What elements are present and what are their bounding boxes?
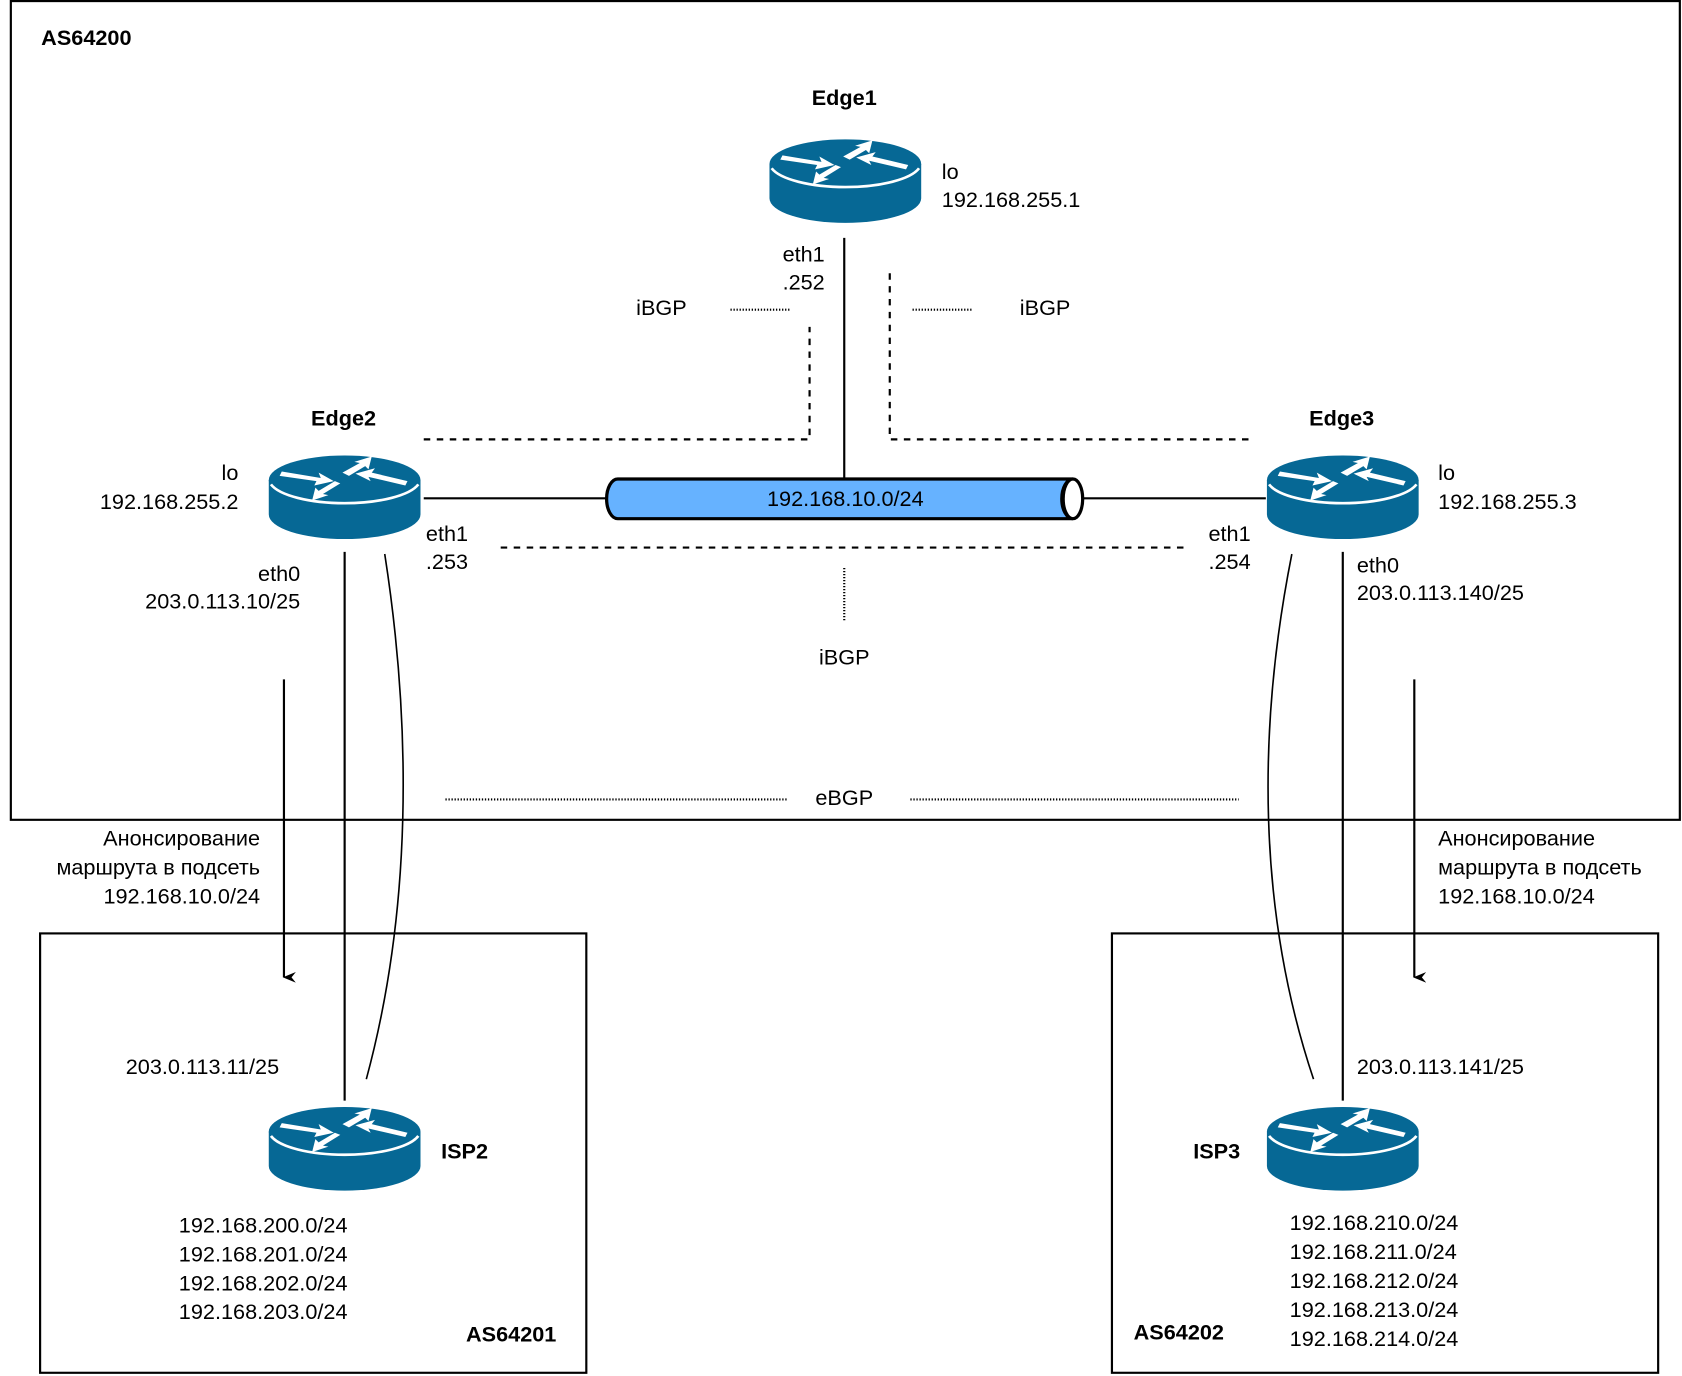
edge2-name: Edge2 bbox=[311, 406, 376, 431]
isp3-networks: 192.168.210.0/24 192.168.211.0/24 192.16… bbox=[1290, 1210, 1459, 1351]
as64201-label: AS64201 bbox=[466, 1322, 556, 1347]
subnet-label: 192.168.10.0/24 bbox=[767, 486, 924, 511]
ibgp-label-bottom: iBGP bbox=[819, 645, 870, 670]
svg-text:маршрута в подсеть: маршрута в подсеть bbox=[56, 855, 260, 880]
edge1-lo-label: lo bbox=[942, 159, 959, 184]
isp2-ip: 203.0.113.11/25 bbox=[126, 1054, 279, 1079]
router-icon bbox=[768, 137, 923, 225]
router-icon bbox=[267, 454, 422, 541]
edge3-eth1-label: eth1 bbox=[1208, 521, 1250, 546]
ibgp-label-left: iBGP bbox=[636, 295, 687, 320]
svg-text:маршрута в подсеть: маршрута в подсеть bbox=[1438, 855, 1642, 880]
edge1-eth1-label: eth1 bbox=[783, 242, 825, 267]
network-item: 192.168.214.0/24 bbox=[1290, 1326, 1459, 1351]
ibgp-session-edge1-edge2 bbox=[423, 326, 811, 441]
router-edge2[interactable]: Edge2 lo 192.168.255.2 eth1 .253 eth0 20… bbox=[100, 406, 468, 614]
network-item: 192.168.201.0/24 bbox=[179, 1241, 348, 1266]
ibgp-label-right: iBGP bbox=[1020, 295, 1071, 320]
router-isp2[interactable]: 203.0.113.11/25 ISP2 192.168.200.0/24 19… bbox=[126, 1054, 488, 1324]
edge3-name: Edge3 bbox=[1309, 406, 1374, 431]
router-edge3[interactable]: Edge3 lo 192.168.255.3 eth1 .254 eth0 20… bbox=[1208, 406, 1576, 606]
svg-text:192.168.10.0/24: 192.168.10.0/24 bbox=[1438, 884, 1595, 909]
edge3-eth1-ip: .254 bbox=[1208, 549, 1250, 574]
network-item: 192.168.213.0/24 bbox=[1290, 1297, 1459, 1322]
as64200-frame bbox=[9, 0, 1681, 821]
edge3-eth0-ip: 203.0.113.140/25 bbox=[1357, 580, 1524, 605]
edge3-lo-label: lo bbox=[1438, 460, 1455, 485]
ebgp-curve-left bbox=[365, 553, 404, 1080]
network-item: 192.168.211.0/24 bbox=[1290, 1239, 1457, 1264]
svg-text:192.168.10.0/24: 192.168.10.0/24 bbox=[103, 884, 260, 909]
edge2-lo-label: lo bbox=[222, 460, 239, 485]
edge1-name: Edge1 bbox=[812, 85, 877, 110]
ebgp-label: eBGP bbox=[815, 785, 873, 810]
edge2-lo-ip: 192.168.255.2 bbox=[100, 489, 239, 514]
router-icon bbox=[267, 1105, 422, 1192]
isp2-networks: 192.168.200.0/24 192.168.201.0/24 192.16… bbox=[179, 1213, 348, 1325]
isp2-name: ISP2 bbox=[441, 1139, 488, 1164]
ebgp-curve-right bbox=[1267, 553, 1315, 1080]
router-edge1[interactable]: Edge1 lo 192.168.255.1 eth1 .252 bbox=[768, 85, 1081, 294]
edge3-lo-ip: 192.168.255.3 bbox=[1438, 489, 1577, 514]
network-item: 192.168.212.0/24 bbox=[1290, 1268, 1459, 1293]
edge1-lo-ip: 192.168.255.1 bbox=[942, 187, 1081, 212]
svg-text:Анонсирование: Анонсирование bbox=[1438, 826, 1595, 851]
edge1-eth1-ip: .252 bbox=[783, 269, 825, 294]
isp3-ip: 203.0.113.141/25 bbox=[1357, 1054, 1524, 1079]
isp3-name: ISP3 bbox=[1193, 1139, 1240, 1164]
as64200-label: AS64200 bbox=[41, 25, 131, 50]
network-item: 192.168.200.0/24 bbox=[179, 1213, 348, 1238]
svg-text:Анонсирование: Анонсирование bbox=[103, 826, 260, 851]
router-icon bbox=[1265, 1105, 1421, 1192]
edge2-eth0-ip: 203.0.113.10/25 bbox=[145, 589, 300, 614]
edge2-eth1-label: eth1 bbox=[426, 521, 468, 546]
announce-text-right: Анонсирование маршрута в подсеть 192.168… bbox=[1438, 826, 1642, 909]
network-item: 192.168.203.0/24 bbox=[179, 1299, 348, 1324]
edge2-eth1-ip: .253 bbox=[426, 549, 468, 574]
router-icon bbox=[1265, 454, 1421, 541]
edge3-eth0-label: eth0 bbox=[1357, 552, 1399, 577]
router-isp3[interactable]: 203.0.113.141/25 ISP3 192.168.210.0/24 1… bbox=[1193, 1054, 1524, 1351]
as64202-frame bbox=[1110, 932, 1660, 1374]
announce-text-left: Анонсирование маршрута в подсеть 192.168… bbox=[56, 826, 260, 909]
network-item: 192.168.202.0/24 bbox=[179, 1270, 348, 1295]
as64202-label: AS64202 bbox=[1134, 1320, 1224, 1345]
ibgp-session-edge1-edge3 bbox=[888, 267, 1249, 441]
network-item: 192.168.210.0/24 bbox=[1290, 1210, 1459, 1235]
edge2-eth0-label: eth0 bbox=[258, 561, 300, 586]
subnet-segment: 192.168.10.0/24 bbox=[605, 477, 1085, 521]
as64201-frame bbox=[39, 932, 588, 1374]
